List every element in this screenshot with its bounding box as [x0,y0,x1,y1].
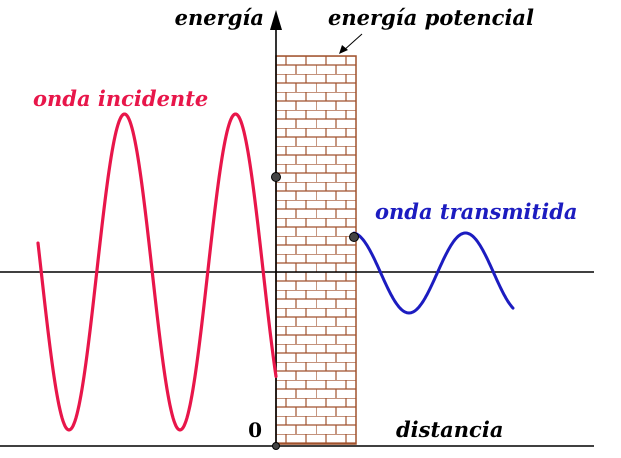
origin-label: 0 [248,418,262,442]
y-axis-label: energía [175,5,264,30]
potential-barrier [275,55,357,445]
barrier-label: energía potencial [328,5,534,30]
barrier-pointer-line [342,33,363,52]
incident-wave-label: onda incidente [33,86,208,111]
incident-junction-dot [271,172,281,182]
y-axis-arrow-icon [270,10,282,30]
transmitted-wave-label: onda transmitida [375,199,578,224]
transmitted-junction-dot [349,232,359,242]
transmitted-wave [352,231,515,315]
barrier-pointer-arrow-icon [339,45,348,54]
origin-dot [272,442,280,450]
x-axis-label: distancia [396,417,503,442]
incident-wave [36,112,278,432]
